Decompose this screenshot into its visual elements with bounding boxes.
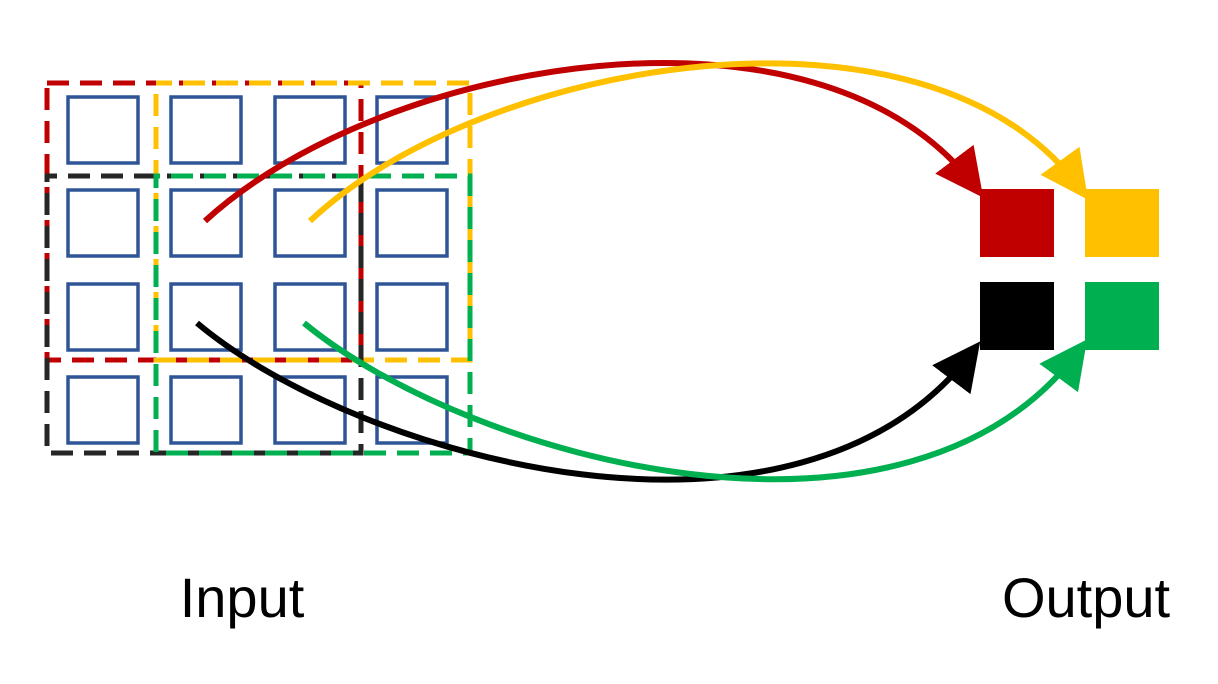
arrow-green <box>302 320 1088 483</box>
window-green <box>153 173 473 456</box>
input-cell-r2-c1 <box>169 282 243 352</box>
input-cell-r1-c1 <box>169 188 243 258</box>
input-cell-r1-c3 <box>375 188 449 258</box>
window-red <box>44 80 364 363</box>
input-cell-r2-c0 <box>66 282 140 352</box>
input-cell-r1-c2 <box>273 188 347 258</box>
arrow-black <box>195 320 981 483</box>
input-cell-r1-c0 <box>66 188 140 258</box>
input-cell-r0-c1 <box>169 95 243 165</box>
input-label: Input <box>180 566 305 629</box>
output-cell-green <box>1085 282 1159 350</box>
input-cell-r2-c3 <box>375 282 449 352</box>
arrow-yellow <box>307 60 1089 224</box>
input-cell-r0-c0 <box>66 95 140 165</box>
kernel-windows <box>44 80 473 456</box>
output-cell-red <box>980 189 1054 257</box>
input-cell-r2-c2 <box>273 282 347 352</box>
output-cell-black <box>980 282 1054 350</box>
input-cell-r0-c2 <box>273 95 347 165</box>
output-cell-yellow <box>1085 189 1159 257</box>
input-cell-r3-c1 <box>169 375 243 445</box>
output-grid <box>980 189 1159 350</box>
input-cell-r3-c0 <box>66 375 140 445</box>
mapping-arrows <box>195 59 1089 483</box>
input-cell-r3-c2 <box>273 375 347 445</box>
input-grid <box>66 95 449 445</box>
arrow-red <box>202 59 984 224</box>
output-label: Output <box>1002 566 1171 629</box>
